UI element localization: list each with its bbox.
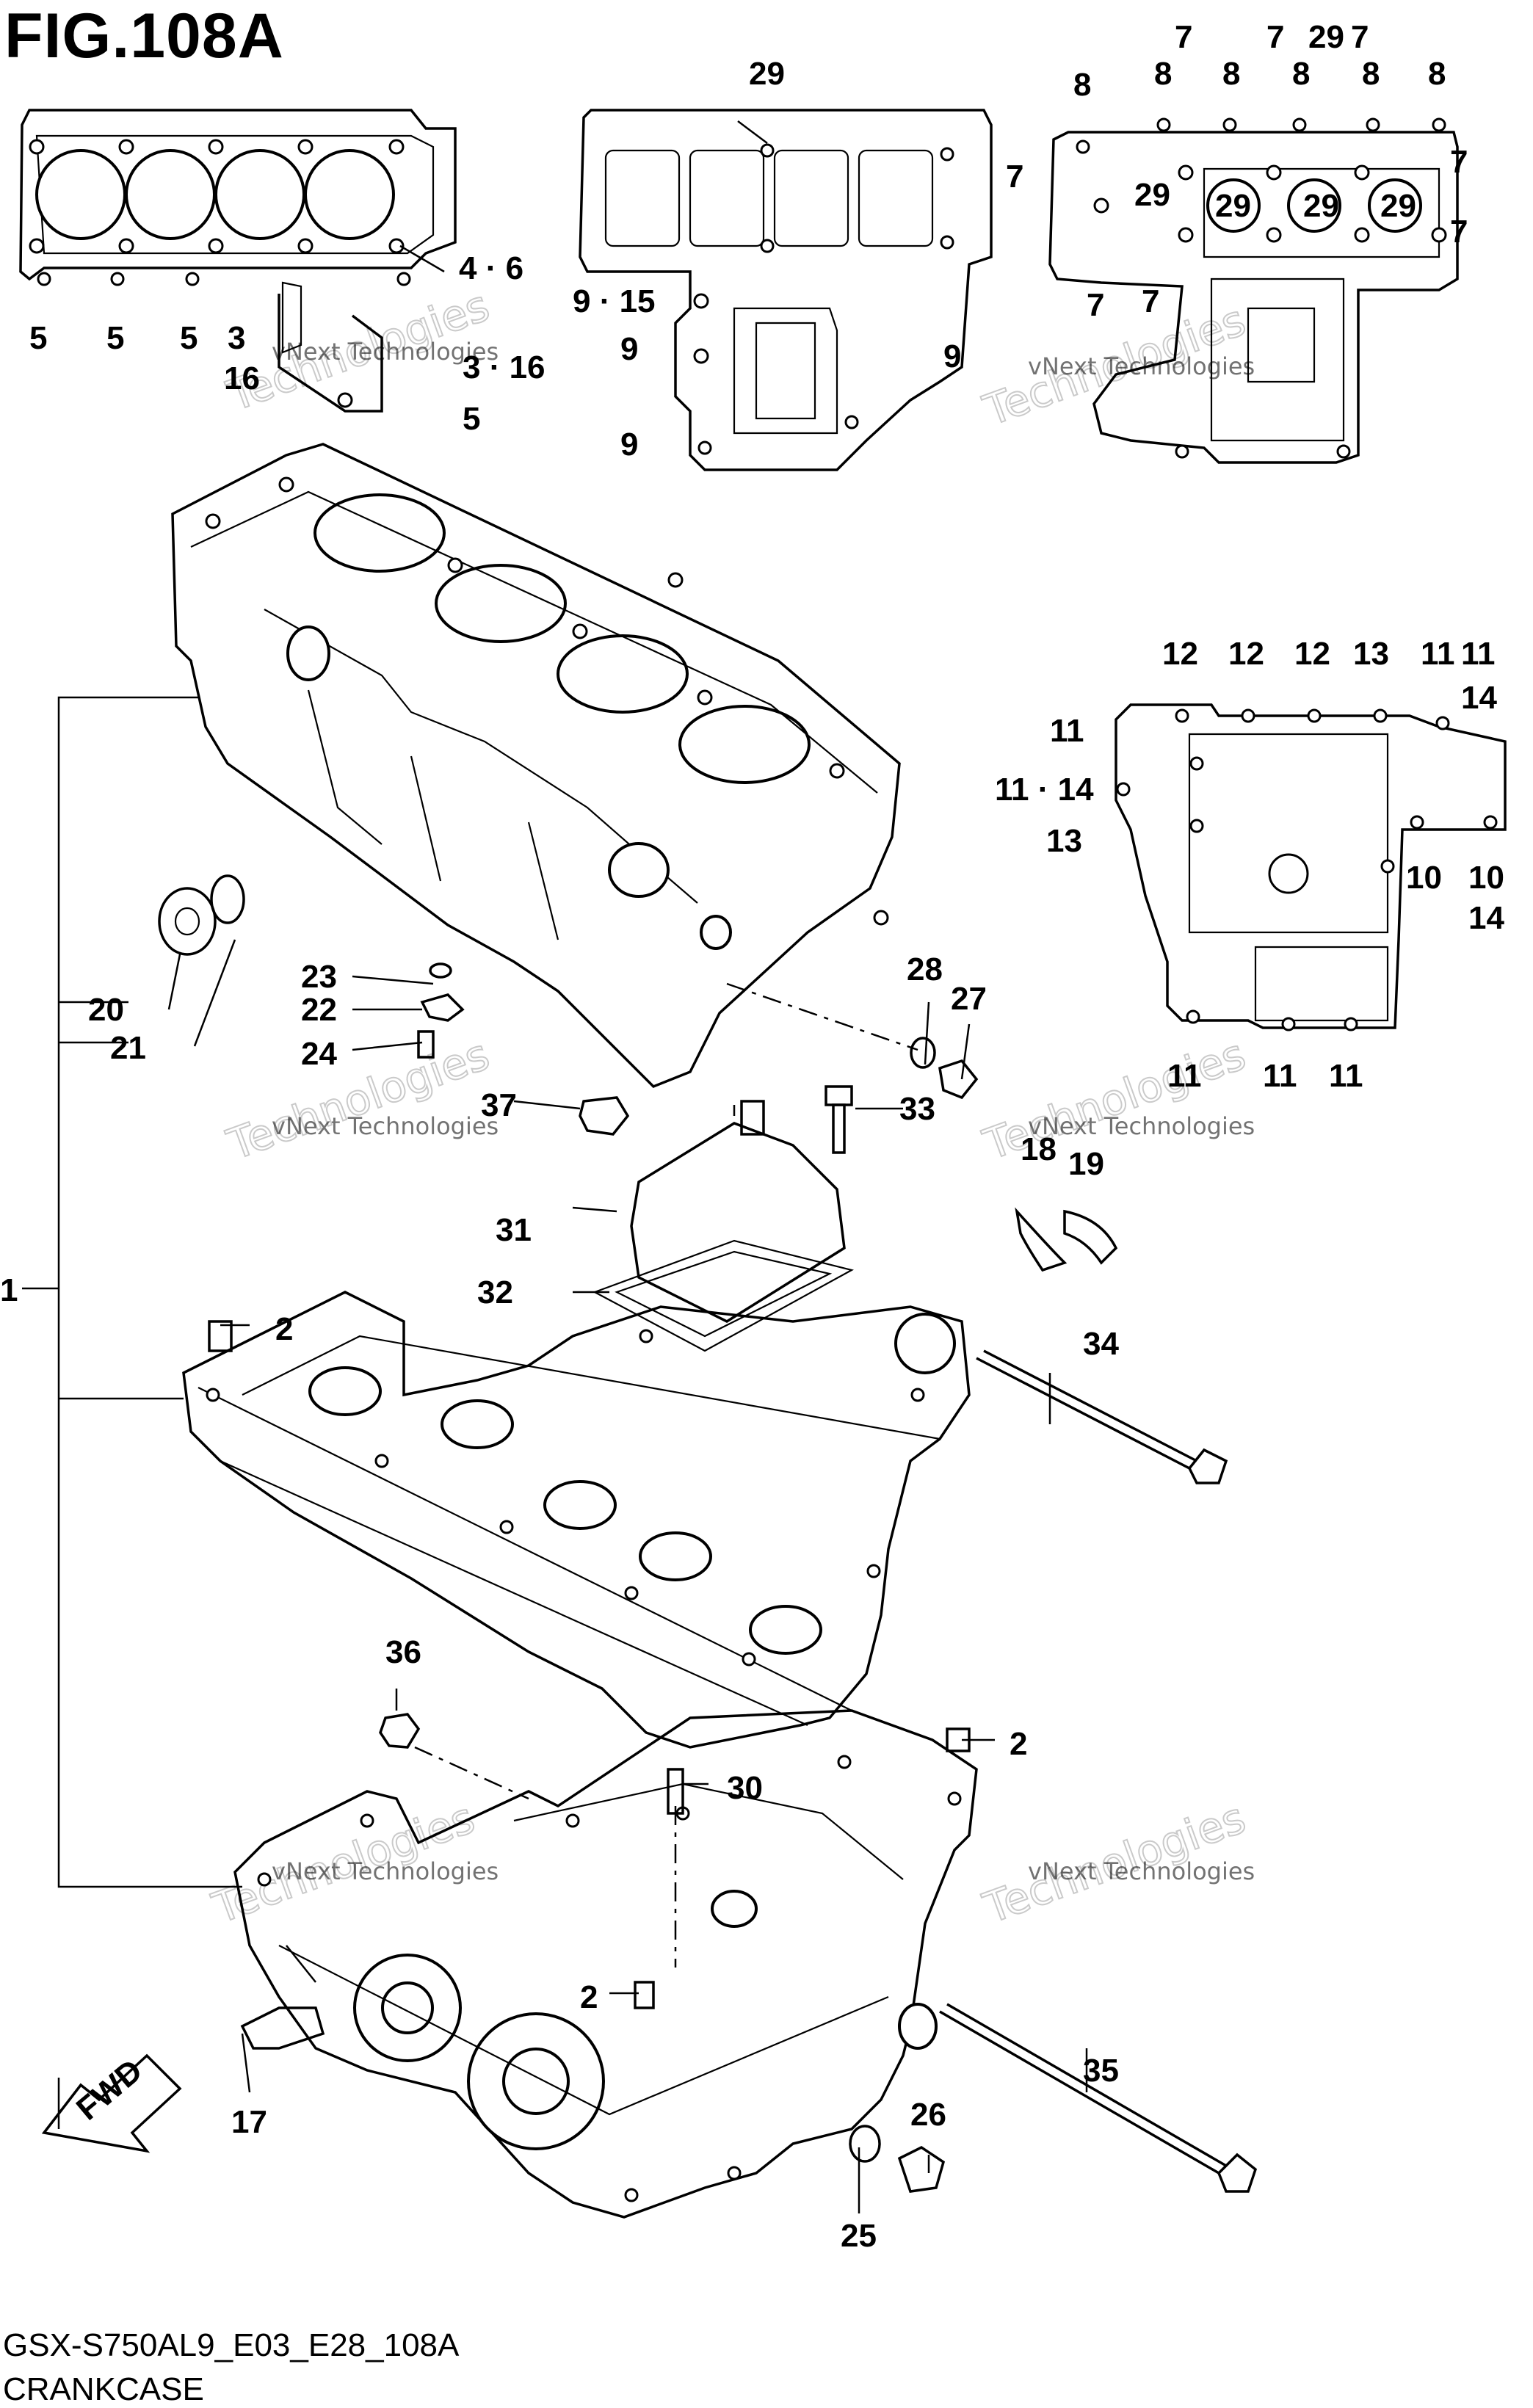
upper-case-bottom-view [579,109,993,471]
callout-7c: 7 [1351,19,1369,55]
leader-lines [57,120,1088,2213]
callout-9c: 9 [620,427,638,463]
callout-5a: 5 [29,320,47,356]
callouts: 5 5 5 3 16 4 · 6 3 · 16 5 29 9 · 15 9 9 … [0,19,1504,2254]
callout-37: 37 [481,1087,517,1123]
callout-8f: 8 [1428,56,1446,92]
figure-code: GSX-S750AL9_E03_E28_108A [3,2327,460,2363]
callout-28: 28 [907,951,943,987]
callout-23: 23 [301,959,337,995]
callout-9a: 9 [620,331,638,367]
callout-8e: 8 [1362,56,1380,92]
oil-plug-20 [158,887,217,956]
callout-7d: 7 [1006,159,1023,195]
callout-24: 24 [301,1036,337,1072]
lower-crankcase [233,1709,978,2219]
callout-1: 1 [0,1272,18,1308]
callout-4-6: 4 · 6 [459,250,523,286]
callout-9-15: 9 · 15 [573,283,656,319]
callout-29d: 29 [1215,188,1251,224]
callout-2b: 2 [1010,1726,1027,1762]
callout-31: 31 [496,1212,532,1248]
callout-7h: 7 [1142,283,1159,319]
callout-29f: 29 [1380,188,1416,224]
callout-3-16: 3 · 16 [463,349,546,385]
callout-8a: 8 [1073,67,1091,103]
callout-19: 19 [1068,1146,1104,1182]
callout-13b: 13 [1046,823,1082,859]
callout-7f: 7 [1450,214,1468,250]
callout-16: 16 [224,360,260,396]
callout-7e: 7 [1450,144,1468,180]
callout-7a: 7 [1175,19,1192,55]
callout-30: 30 [727,1770,763,1806]
callout-18: 18 [1021,1131,1057,1167]
callout-5b: 5 [106,320,124,356]
callout-8d: 8 [1292,56,1310,92]
callout-2a: 2 [275,1311,293,1347]
callout-10b: 10 [1468,860,1504,896]
watermark-small-3: vNext Technologies [272,1112,499,1140]
gasket-21 [210,874,245,924]
assembly-bracket [22,696,242,1888]
callout-29c: 29 [1134,177,1170,213]
callout-9b: 9 [943,338,961,374]
middle-crankcase [182,1291,971,1749]
callout-11-14: 11 · 14 [995,772,1094,808]
callout-7g: 7 [1087,287,1104,323]
callout-29a: 29 [749,56,785,92]
figure-name: CRANKCASE [3,2371,204,2407]
callout-35: 35 [1083,2053,1119,2089]
callout-14b: 14 [1468,900,1504,936]
callout-5d: 5 [463,401,480,437]
callout-11d: 11 [1263,1058,1297,1094]
callout-21: 21 [110,1030,146,1066]
watermark-small-1: vNext Technologies [272,338,499,366]
callout-11c: 11 [1167,1058,1202,1094]
callout-11f: 11 [1461,636,1496,672]
small-parts: FWD [41,874,1258,2193]
callout-7b: 7 [1266,19,1284,55]
oil-strainer-31 [630,1122,846,1324]
callout-29e: 29 [1303,188,1339,224]
fwd-arrow-icon [41,2053,182,2153]
figure-title: FIG.108A [4,1,284,71]
callout-3: 3 [228,320,245,356]
callout-12c: 12 [1294,636,1330,672]
callout-5c: 5 [180,320,197,356]
upper-case-top-view [1048,117,1459,464]
callout-25: 25 [841,2218,877,2254]
watermark-small-5: vNext Technologies [272,1857,499,1885]
callout-20: 20 [88,992,124,1028]
callout-8b: 8 [1154,56,1172,92]
callout-27: 27 [951,981,987,1017]
callout-12a: 12 [1162,636,1198,672]
watermark-large-4: Technologies [977,1029,1252,1170]
watermark-small-6: vNext Technologies [1028,1857,1255,1885]
callout-34: 34 [1083,1326,1119,1362]
callout-22: 22 [301,992,337,1028]
callout-11a: 11 [1421,636,1455,672]
callout-11b: 11 [1050,713,1084,749]
callout-36: 36 [385,1634,421,1670]
callout-12b: 12 [1228,636,1264,672]
cylinder-top-view [19,109,457,413]
callout-13a: 13 [1353,636,1389,672]
lower-case-top-view [1115,703,1507,1031]
callout-14a: 14 [1461,680,1497,716]
callout-26: 26 [910,2097,946,2133]
callout-10a: 10 [1406,860,1442,896]
callout-32: 32 [477,1274,513,1310]
callout-29b: 29 [1308,19,1344,55]
callout-8c: 8 [1222,56,1240,92]
callout-2c: 2 [580,1979,598,2015]
watermark-small-4: vNext Technologies [1028,1112,1255,1140]
watermark-large-3: Technologies [221,1029,496,1170]
upper-crankcase [171,443,901,1089]
callout-17: 17 [231,2104,267,2140]
callout-11e: 11 [1329,1058,1363,1094]
callout-33: 33 [899,1091,935,1127]
watermark-small-2: vNext Technologies [1028,352,1255,380]
